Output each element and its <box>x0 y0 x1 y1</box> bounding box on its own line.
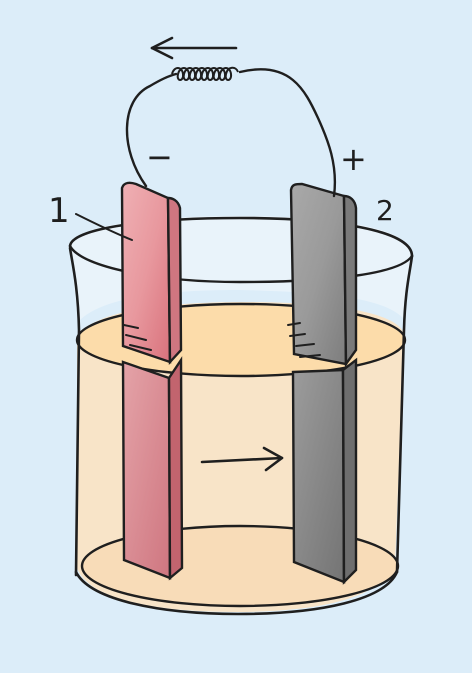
electrode-2-label: 2 <box>376 194 394 227</box>
electrode-1-label: 1 <box>48 191 70 231</box>
connecting-wire <box>125 68 337 198</box>
beaker-rim-back <box>68 216 414 258</box>
left-arrow-icon <box>150 36 238 60</box>
electrode-2 <box>287 182 358 585</box>
beaker-right-wall <box>395 254 414 574</box>
beaker-rim-front <box>68 244 414 284</box>
beaker-left-wall <box>68 246 81 577</box>
negative-terminal-label: − <box>146 138 173 176</box>
electrode-1 <box>120 181 184 581</box>
label-1-leader <box>75 213 133 241</box>
coil-icon <box>171 66 239 81</box>
positive-terminal-label: + <box>340 140 367 178</box>
beaker-base-front <box>74 570 399 616</box>
right-arrow-icon <box>200 446 284 472</box>
